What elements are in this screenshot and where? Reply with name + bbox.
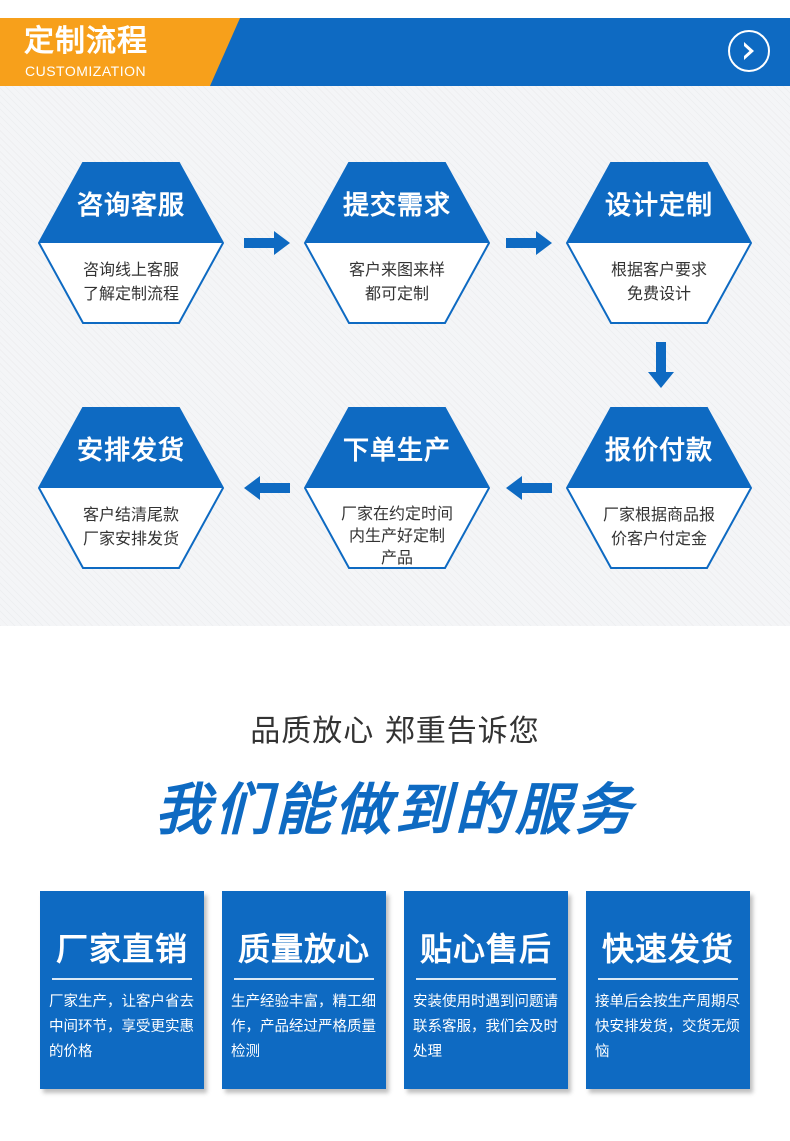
hexagon-shape: [566, 407, 752, 569]
arrow-right-icon: [244, 231, 290, 255]
step-desc-line: 咨询线上客服: [82, 260, 179, 279]
step-desc-line: 根据客户要求: [610, 260, 707, 279]
service-card-desc: 安装使用时遇到问题请联系客服，我们会及时处理: [413, 994, 558, 1060]
step-design: 设计定制 根据客户要求 免费设计: [566, 162, 752, 324]
header-title: 定制流程: [24, 24, 148, 59]
service-card-title: 厂家直销: [55, 930, 188, 968]
service-card-title: 贴心售后: [419, 930, 552, 968]
service-card-divider: [416, 978, 556, 980]
step-desc: 咨询线上客服 了解定制流程: [60, 258, 202, 306]
service-card-divider: [234, 978, 374, 980]
step-desc-line: 厂家安排发货: [82, 529, 179, 548]
step-consult: 咨询客服 咨询线上客服 了解定制流程: [38, 162, 224, 324]
hexagon-shape: [304, 162, 490, 324]
service-card-title: 质量放心: [237, 930, 370, 968]
step-desc-line: 内生产好定制: [348, 526, 445, 545]
hexagon-shape: [38, 407, 224, 569]
step-desc: 客户来图来样 都可定制: [326, 258, 468, 306]
step-desc-line: 价客户付定金: [610, 529, 707, 548]
service-card-desc: 接单后会按生产周期尽快安排发货，交货无烦恼: [595, 994, 740, 1060]
service-card-after-sales: 贴心售后 安装使用时遇到问题请联系客服，我们会及时处理: [404, 891, 568, 1089]
arrow-right-icon: [506, 231, 552, 255]
service-card-desc: 厂家生产，让客户省去中间环节，享受更实惠的价格: [49, 994, 194, 1060]
step-desc: 厂家根据商品报 价客户付定金: [588, 503, 730, 551]
step-desc-line: 厂家根据商品报: [602, 505, 715, 524]
step-title: 下单生产: [342, 436, 451, 466]
step-desc-line: 厂家在约定时间: [340, 504, 453, 523]
next-button[interactable]: [728, 30, 770, 72]
step-desc-line: 都可定制: [364, 284, 429, 303]
service-card-divider: [52, 978, 192, 980]
step-title: 提交需求: [342, 191, 451, 221]
hexagon-shape: [38, 162, 224, 324]
step-submit: 提交需求 客户来图来样 都可定制: [304, 162, 490, 324]
step-desc: 根据客户要求 免费设计: [588, 258, 730, 306]
step-title: 安排发货: [76, 436, 185, 466]
service-card-desc: 生产经验丰富，精工细作，产品经过严格质量检测: [231, 994, 376, 1060]
step-desc-line: 免费设计: [626, 284, 691, 303]
step-quote-payment: 报价付款 厂家根据商品报 价客户付定金: [566, 407, 752, 569]
arrow-down-icon: [648, 342, 674, 388]
step-title: 咨询客服: [76, 191, 185, 221]
process-section: 咨询客服 咨询线上客服 了解定制流程 提交需求 客户来图来样 都可定制 设计定制…: [0, 86, 790, 626]
services-title: 我们能做到的服务: [155, 778, 635, 843]
step-title: 设计定制: [604, 191, 713, 221]
service-card-title: 快速发货: [601, 930, 734, 968]
arrow-left-icon: [244, 476, 290, 500]
step-desc-line: 客户结清尾款: [82, 505, 179, 524]
service-card-divider: [598, 978, 738, 980]
header-subtitle: CUSTOMIZATION: [25, 63, 147, 79]
slogan: 品质放心 郑重告诉您: [250, 714, 540, 749]
step-desc: 厂家在约定时间 内生产好定制 产品: [326, 503, 468, 569]
step-desc-line: 客户来图来样: [348, 260, 445, 279]
step-desc-line: 产品: [380, 548, 413, 567]
arrow-left-icon: [506, 476, 552, 500]
service-card-quality: 质量放心 生产经验丰富，精工细作，产品经过严格质量检测: [222, 891, 386, 1089]
chevron-right-icon: [744, 42, 754, 60]
step-desc: 客户结清尾款 厂家安排发货: [60, 503, 202, 551]
header-orange-slant: [210, 18, 240, 86]
service-card-direct-sales: 厂家直销 厂家生产，让客户省去中间环节，享受更实惠的价格: [40, 891, 204, 1089]
step-desc-line: 了解定制流程: [82, 284, 179, 303]
header-band: 定制流程 CUSTOMIZATION: [0, 18, 790, 86]
step-production: 下单生产 厂家在约定时间 内生产好定制 产品: [304, 407, 490, 569]
service-card-fast-shipping: 快速发货 接单后会按生产周期尽快安排发货，交货无烦恼: [586, 891, 750, 1089]
hexagon-shape: [566, 162, 752, 324]
hexagon-shape: [304, 407, 490, 569]
step-shipping: 安排发货 客户结清尾款 厂家安排发货: [38, 407, 224, 569]
header-orange-block: [0, 18, 210, 86]
step-title: 报价付款: [604, 436, 713, 466]
